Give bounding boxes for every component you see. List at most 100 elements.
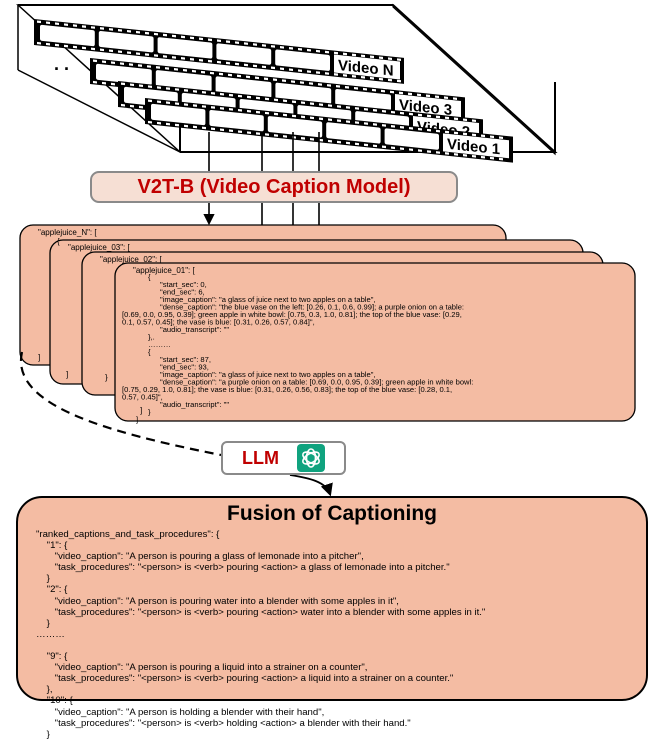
film-perforation — [337, 119, 341, 123]
caption-card-01: "applejuice_01": [] — [114, 262, 636, 422]
fusion-json-line: } — [36, 617, 50, 629]
film-perforation — [211, 91, 215, 95]
film-perforation — [256, 96, 260, 100]
film-perforation — [391, 146, 395, 150]
film-perforation — [445, 130, 449, 134]
film-perforation — [453, 97, 457, 100]
film-perforation — [247, 95, 251, 99]
film-perforation — [481, 134, 485, 138]
card-title: "applejuice_01": [ — [133, 266, 196, 275]
film-perforation — [172, 56, 176, 59]
fusion-json-line: "video_caption": "A person is holding a … — [36, 706, 325, 718]
film-frame — [96, 63, 152, 86]
card-json-line: ] — [136, 415, 138, 424]
film-perforation — [181, 57, 185, 60]
film-perforation — [400, 111, 404, 115]
film-perforation — [82, 46, 86, 50]
llm-box: LLM — [221, 441, 346, 475]
card-json-line: "start_sec": 87, — [160, 355, 211, 364]
film-perforation — [237, 74, 241, 78]
film-perforation — [418, 149, 422, 152]
film-perforation — [445, 152, 449, 155]
film-frame — [209, 109, 264, 132]
film-perforation — [418, 113, 422, 117]
film-perforation — [265, 97, 269, 101]
film-perforation — [219, 72, 223, 76]
film-perforation — [343, 74, 347, 77]
film-perforation — [310, 102, 314, 106]
film-perforation — [181, 35, 185, 39]
film-perforation — [346, 106, 350, 109]
film-perforation — [211, 106, 215, 109]
film-perforation — [274, 134, 278, 137]
video-stack-ellipsis: . . — [54, 54, 69, 74]
film-perforation — [120, 62, 124, 65]
film-perforation — [166, 101, 170, 105]
film-perforation — [454, 131, 458, 135]
film-perforation — [226, 40, 230, 44]
film-perforation — [210, 71, 214, 75]
card-title: "applejuice_03": [ — [68, 243, 131, 252]
fusion-json-line: "video_caption": "A person is pouring a … — [36, 551, 364, 563]
film-perforation — [208, 59, 212, 63]
card-json-line: 0.57, 0.45]", — [122, 393, 163, 402]
film-perforation — [163, 33, 167, 37]
film-perforation — [499, 136, 503, 140]
film-perforation — [82, 25, 86, 28]
film-perforation — [217, 60, 221, 64]
film-perforation — [157, 86, 161, 89]
film-perforation — [325, 72, 329, 75]
film-perforation — [274, 98, 278, 102]
film-perforation — [220, 128, 224, 132]
film-perforation — [175, 123, 179, 127]
film-perforation — [148, 120, 152, 124]
film-perforation — [390, 90, 394, 94]
film-perforation — [238, 94, 242, 98]
film-perforation — [138, 64, 142, 67]
film-perforation — [190, 57, 194, 61]
film-perforation — [409, 126, 413, 130]
film-frame — [157, 37, 213, 59]
film-perforation — [499, 157, 503, 161]
film-perforation — [370, 55, 374, 59]
film-perforation — [280, 67, 284, 71]
film-perforation — [93, 59, 97, 63]
film-perforation — [463, 118, 467, 122]
film-perforation — [154, 32, 158, 36]
film-perforation — [139, 84, 143, 88]
film-perforation — [202, 105, 206, 108]
film-perforation — [121, 82, 125, 86]
card-json-line: [0.75, 0.29, 1.0, 0.81]; the vase is blu… — [122, 385, 452, 394]
film-perforation — [409, 112, 413, 116]
film-perforation — [253, 43, 257, 46]
film-perforation — [426, 94, 430, 98]
caption-cards: "applejuice_N": []"applejuice_03": []"ap… — [19, 224, 636, 424]
film-perforation — [463, 154, 467, 157]
film-perforation — [463, 132, 467, 136]
cards-to-llm-curve — [19, 351, 222, 457]
film-frame — [215, 76, 272, 98]
film-perforation — [253, 64, 257, 68]
film-perforation — [352, 75, 356, 78]
film-perforation — [163, 55, 167, 58]
fusion-json-lines: "ranked_captions_and_task_procedures": {… — [36, 529, 642, 740]
film-perforation — [307, 48, 311, 52]
film-perforation — [262, 44, 266, 47]
film-perforation — [136, 30, 140, 34]
film-perforation — [100, 48, 104, 52]
film-perforation — [246, 75, 250, 79]
film-perforation — [118, 50, 122, 54]
v2t-model-box: V2T-B (Video Caption Model) — [90, 171, 458, 203]
film-perforation — [427, 150, 431, 153]
film-perforation — [193, 125, 197, 129]
film-perforation — [127, 29, 131, 33]
film-perforation — [355, 107, 359, 110]
film-perforation — [37, 20, 41, 24]
film-perforation — [244, 63, 248, 67]
film-perforation — [408, 92, 412, 96]
film-perforation — [118, 29, 122, 32]
film-perforation — [238, 108, 242, 112]
film-perforation — [256, 132, 260, 135]
film-perforation — [154, 54, 158, 57]
film-strip-video-3: Video 3 — [90, 58, 465, 124]
